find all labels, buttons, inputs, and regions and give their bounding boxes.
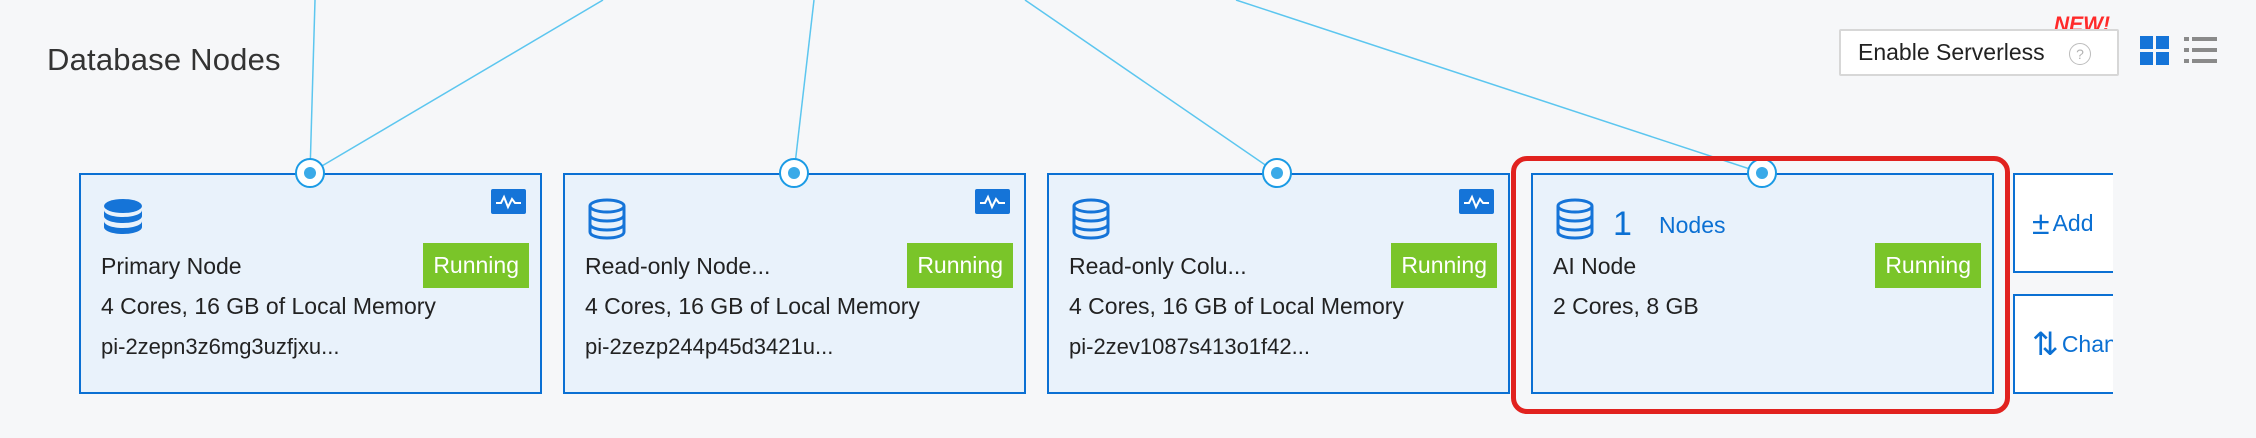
grid-view-icon[interactable] <box>2140 36 2170 66</box>
database-icon <box>1072 198 1110 240</box>
change-config-label: Change <box>2061 330 2113 357</box>
connector-dot <box>1262 158 1292 188</box>
node-card-read-only[interactable]: Read-only Node... Running 4 Cores, 16 GB… <box>563 173 1026 394</box>
enable-serverless-button[interactable]: Enable Serverless ? <box>1839 29 2119 76</box>
monitor-icon[interactable] <box>1459 189 1494 214</box>
add-node-button[interactable]: ± Add <box>2013 173 2113 273</box>
node-name: Primary Node <box>101 253 242 279</box>
connector-dot <box>779 158 809 188</box>
node-id[interactable]: pi-2zepn3z6mg3uzfjxu... <box>101 334 340 359</box>
database-icon <box>588 198 626 240</box>
topology-line <box>793 0 815 174</box>
node-card-read-only-column[interactable]: Read-only Colu... Running 4 Cores, 16 GB… <box>1047 173 1510 394</box>
node-name: Read-only Node... <box>585 253 771 279</box>
status-badge: Running <box>1391 243 1497 288</box>
topology-line <box>309 0 604 174</box>
change-config-button[interactable]: ⇅ Change <box>2013 294 2113 394</box>
database-icon <box>1556 198 1594 240</box>
enable-serverless-label: Enable Serverless <box>1858 39 2045 65</box>
page-title: Database Nodes <box>47 42 281 77</box>
add-node-label: Add <box>2052 209 2094 236</box>
topology-line <box>1024 0 1278 174</box>
topology-line <box>1235 0 1763 174</box>
status-badge: Running <box>907 243 1013 288</box>
monitor-icon[interactable] <box>975 189 1010 214</box>
node-card-primary[interactable]: Primary Node Running 4 Cores, 16 GB of L… <box>79 173 542 394</box>
node-card-ai[interactable]: 1 Nodes AI Node Running 2 Cores, 8 GB <box>1531 173 1994 394</box>
topology-line <box>309 0 316 174</box>
node-id[interactable]: pi-2zev1087s413o1f42... <box>1069 334 1310 359</box>
database-icon <box>104 199 142 234</box>
connector-dot <box>295 158 325 188</box>
node-count-label[interactable]: Nodes <box>1659 212 1726 238</box>
node-name: Read-only Colu... <box>1069 253 1247 279</box>
node-spec: 4 Cores, 16 GB of Local Memory <box>585 293 920 319</box>
node-id[interactable]: pi-2zezp244p45d3421u... <box>585 334 834 359</box>
status-badge: Running <box>423 243 529 288</box>
node-spec: 4 Cores, 16 GB of Local Memory <box>101 293 436 319</box>
monitor-icon[interactable] <box>491 189 526 214</box>
status-badge: Running <box>1875 243 1981 288</box>
node-spec: 2 Cores, 8 GB <box>1553 293 1699 319</box>
node-count: 1 <box>1613 205 1632 243</box>
node-name: AI Node <box>1553 253 1637 279</box>
connector-dot <box>1747 158 1777 188</box>
plus-minus-icon: ± <box>2032 205 2050 241</box>
node-spec: 4 Cores, 16 GB of Local Memory <box>1069 293 1404 319</box>
list-view-icon[interactable] <box>2184 35 2217 65</box>
help-icon[interactable]: ? <box>2069 43 2091 65</box>
swap-icon: ⇅ <box>2032 326 2059 362</box>
